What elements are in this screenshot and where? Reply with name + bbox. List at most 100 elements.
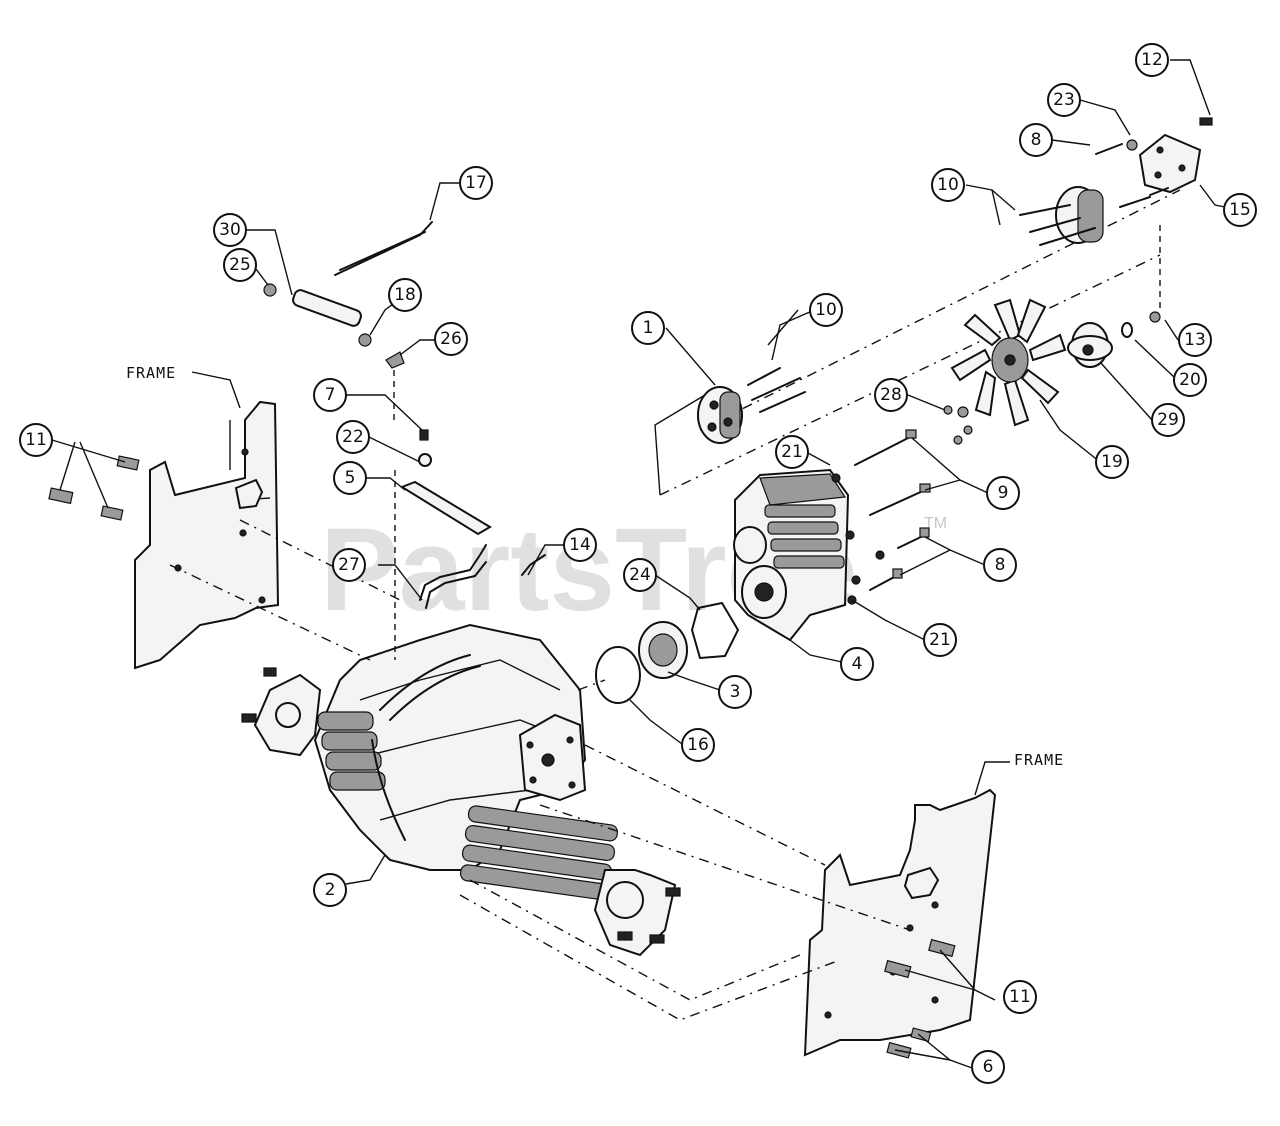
callout-9-circle <box>986 476 1020 510</box>
callout-6: 6 <box>983 1057 994 1077</box>
callout-2-circle <box>313 873 347 907</box>
callout-5: 5 <box>345 468 356 488</box>
callout-22: 22 <box>342 427 364 447</box>
washer-22 <box>418 453 432 467</box>
flange-plate-15 <box>1095 117 1213 208</box>
callout-1: 1 <box>643 318 654 338</box>
watermark-trademark: TM <box>924 515 947 532</box>
callout-18-circle <box>388 278 422 312</box>
frame-right-guide <box>584 744 826 866</box>
transaxle-assembly <box>241 623 681 957</box>
nut-13 <box>1149 311 1161 323</box>
bolts-8-pump <box>831 473 930 605</box>
leader-lines <box>51 59 1241 1069</box>
callout-26: 26 <box>440 329 462 349</box>
callout-29: 29 <box>1157 410 1179 430</box>
callout-12: 12 <box>1141 50 1163 70</box>
frame-label-right: FRAME <box>1014 751 1064 769</box>
right-frame-bolts <box>884 938 956 1059</box>
callout-20: 20 <box>1179 370 1201 390</box>
callout-14-circle <box>563 528 597 562</box>
right-frame-plate <box>803 788 997 1057</box>
callout-30: 30 <box>219 220 241 240</box>
fitting-26 <box>385 351 405 369</box>
shaft-centerline-upper <box>699 189 1181 431</box>
callout-7: 7 <box>325 385 336 405</box>
callout-8-upper-circle <box>1019 123 1053 157</box>
callout-26-circle <box>434 322 468 356</box>
callout-bubbles: 1 2 3 4 5 6 7 8 8 9 10 10 11 11 12 13 14 <box>19 43 1257 1084</box>
callout-13-circle <box>1178 323 1212 357</box>
callout-10-upper: 10 <box>937 175 959 195</box>
callout-4-circle <box>840 647 874 681</box>
callout-5-circle <box>333 461 367 495</box>
callout-27: 27 <box>338 555 360 575</box>
callout-19-circle <box>1095 445 1129 479</box>
bracket-plate-5 <box>399 480 492 536</box>
callout-17: 17 <box>465 173 487 193</box>
callout-21-upper: 21 <box>781 442 803 462</box>
callout-10-lower: 10 <box>815 300 837 320</box>
callout-29-circle <box>1151 403 1185 437</box>
callout-30-circle <box>213 213 247 247</box>
frame-right-guide-2 <box>539 804 911 931</box>
frame-bottom-guide <box>459 894 841 1021</box>
washers-28 <box>943 405 973 445</box>
callout-6-circle <box>971 1050 1005 1084</box>
callout-22-circle <box>336 420 370 454</box>
long-bolts-9 <box>854 429 931 516</box>
callout-23: 23 <box>1053 90 1075 110</box>
callout-11-left-circle <box>19 423 53 457</box>
callout-27-circle <box>332 548 366 582</box>
callout-8-lower: 8 <box>995 555 1006 575</box>
pump-housing-4 <box>733 468 850 642</box>
callout-14: 14 <box>569 535 591 555</box>
frame-left-guide <box>169 564 371 661</box>
callout-3: 3 <box>730 682 741 702</box>
callout-10-upper-circle <box>931 168 965 202</box>
callout-16: 16 <box>687 735 709 755</box>
callout-11-right: 11 <box>1009 987 1031 1007</box>
drive-hub-10 <box>1019 186 1104 246</box>
callout-16-circle <box>681 728 715 762</box>
callout-20-circle <box>1173 363 1207 397</box>
frame-bottom-guide-2 <box>469 879 801 1001</box>
bolts-10-lower <box>747 367 806 413</box>
callout-11-left: 11 <box>25 430 47 450</box>
callout-21-upper-circle <box>775 435 809 469</box>
control-arm-27 <box>419 544 546 609</box>
linkage-rod-30 <box>263 283 372 347</box>
left-frame-bolts <box>48 455 140 521</box>
callout-7-circle <box>313 378 347 412</box>
coupler-guide <box>577 679 606 691</box>
callout-15-circle <box>1223 193 1257 227</box>
callout-24: 24 <box>629 565 651 585</box>
callout-21-lower-circle <box>923 623 957 657</box>
callout-2: 2 <box>325 880 336 900</box>
frame-left-guide-2 <box>239 519 401 601</box>
callout-8-upper: 8 <box>1031 130 1042 150</box>
o-ring-16 <box>595 646 641 704</box>
left-frame-plate <box>134 400 280 670</box>
callout-25: 25 <box>229 255 251 275</box>
fan-coupler-1 <box>697 386 743 444</box>
callout-28: 28 <box>880 385 902 405</box>
callout-3-circle <box>718 675 752 709</box>
callout-28-circle <box>874 378 908 412</box>
callout-23-circle <box>1047 83 1081 117</box>
callout-8-lower-circle <box>983 548 1017 582</box>
callout-24-circle <box>623 558 657 592</box>
callout-9: 9 <box>998 483 1009 503</box>
callout-18: 18 <box>394 285 416 305</box>
control-rod-17 <box>334 221 433 276</box>
callout-10-lower-circle <box>809 293 843 327</box>
pump-coupler-3 <box>638 621 688 679</box>
callout-25-circle <box>223 248 257 282</box>
callout-13: 13 <box>1184 330 1206 350</box>
callout-19: 19 <box>1101 452 1123 472</box>
gasket-24 <box>691 602 739 659</box>
washer-20 <box>1121 322 1133 338</box>
pulley-29 <box>1067 322 1113 368</box>
